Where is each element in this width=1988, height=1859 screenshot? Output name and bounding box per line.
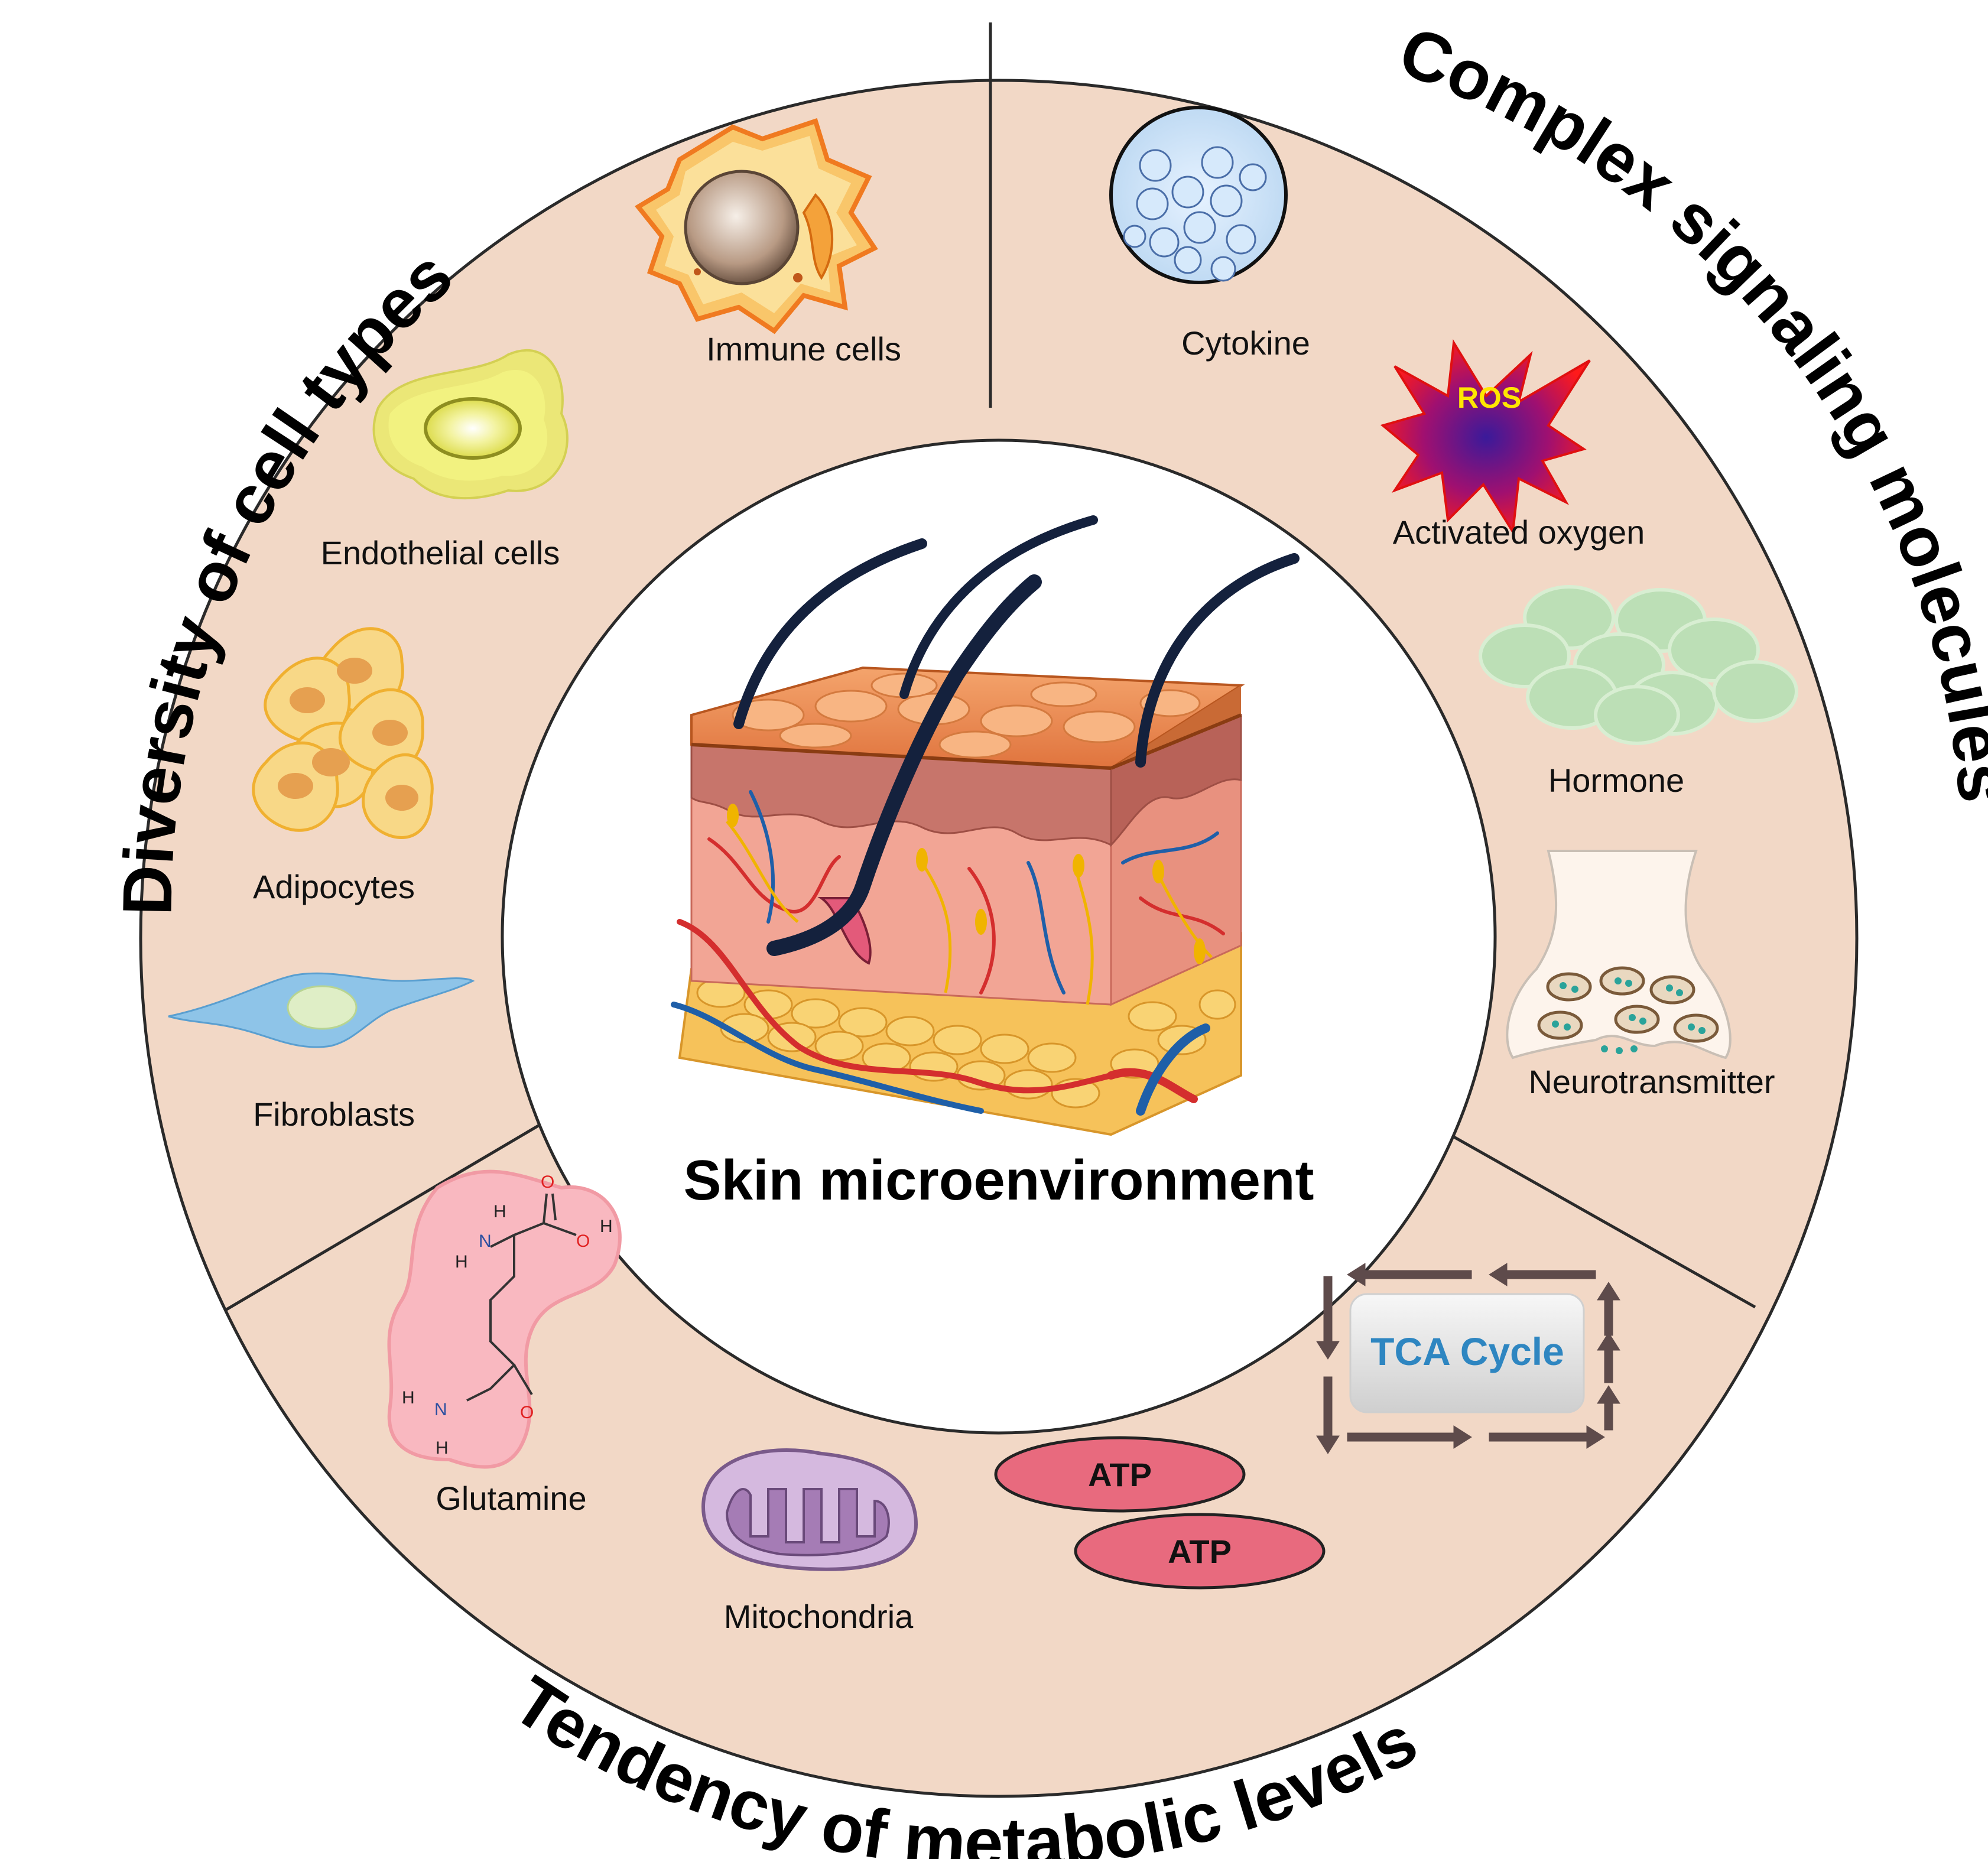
label-mitochondria: Mitochondria	[724, 1598, 914, 1635]
atom-h-4: H	[402, 1388, 415, 1408]
adipocytes-illustration	[252, 627, 434, 839]
label-cytokine: Cytokine	[1181, 324, 1310, 362]
endothelial-cell-illustration	[372, 349, 569, 500]
fibroblast-illustration	[168, 972, 475, 1048]
center-title: Skin microenvironment	[684, 1149, 1314, 1212]
glutamine-atom-labels: H N H O O H H N H O	[402, 1172, 613, 1458]
label-fibroblasts: Fibroblasts	[253, 1096, 415, 1133]
atp-label-2: ATP	[1168, 1533, 1232, 1570]
atp-molecule-1	[994, 1436, 1246, 1513]
hormone-illustration	[1479, 585, 1798, 745]
atom-h-2: H	[455, 1252, 468, 1272]
glutamine-structure-illustration	[387, 1169, 622, 1469]
atp-molecule-2	[1074, 1513, 1326, 1590]
atom-o-1: O	[541, 1172, 554, 1192]
ros-badge: ROS	[1457, 381, 1521, 414]
label-neurotransmitter: Neurotransmitter	[1528, 1063, 1775, 1100]
atom-n-2: N	[434, 1400, 447, 1419]
tca-cycle-diagram	[1316, 1263, 1620, 1454]
label-activated-oxygen: Activated oxygen	[1393, 514, 1645, 551]
atom-n-1: N	[479, 1231, 492, 1251]
skin-cross-section-illustration	[671, 515, 1300, 1136]
atom-o-2: O	[576, 1231, 590, 1251]
label-endothelial-cells: Endothelial cells	[321, 534, 560, 571]
neurotransmitter-illustration	[1506, 850, 1732, 1060]
atom-h-3: H	[600, 1217, 613, 1236]
label-hormone: Hormone	[1548, 762, 1684, 799]
cytokine-illustration	[1109, 106, 1288, 284]
label-adipocytes: Adipocytes	[253, 868, 415, 905]
tca-cycle-label: TCA Cycle	[1370, 1330, 1564, 1373]
divider-right	[1417, 1115, 1756, 1309]
atom-o-3: O	[520, 1403, 534, 1422]
atom-h-5: H	[436, 1438, 449, 1458]
mitochondria-illustration	[701, 1448, 918, 1571]
label-immune-cells: Immune cells	[706, 330, 901, 368]
immune-cell-illustration	[635, 118, 878, 334]
label-glutamine: Glutamine	[436, 1480, 586, 1517]
divider-left	[223, 1110, 563, 1312]
ros-starburst-icon	[1380, 339, 1591, 535]
atom-h-1: H	[493, 1202, 506, 1221]
atp-label-1: ATP	[1088, 1456, 1152, 1493]
